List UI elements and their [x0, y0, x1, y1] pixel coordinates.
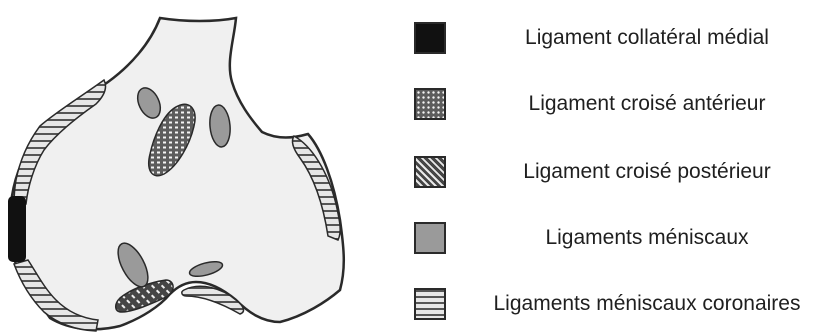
tibial-plateau-outline — [10, 18, 344, 329]
swatch-dotted-grid — [414, 88, 446, 120]
legend-label: Ligaments méniscaux — [470, 218, 824, 258]
legend-item-medial-collateral: Ligament collatéral médial — [400, 18, 824, 58]
legend-item-meniscal: Ligaments méniscaux — [400, 218, 824, 258]
legend-item-coronary: Ligaments méniscaux coronaires — [400, 284, 824, 324]
swatch-solid-gray — [414, 222, 446, 254]
swatch-diagonal-dashes — [414, 156, 446, 188]
legend-item-posterior-cruciate: Ligament croisé postérieur — [400, 152, 824, 192]
ligament-diagram — [0, 0, 400, 336]
legend-label: Ligament croisé antérieur — [470, 84, 824, 124]
swatch-solid-black — [414, 22, 446, 54]
legend-item-anterior-cruciate: Ligament croisé antérieur — [400, 84, 824, 124]
legend: Ligament collatéral médial Ligament croi… — [400, 0, 824, 336]
legend-label: Ligament croisé postérieur — [470, 152, 824, 192]
medial-collateral-ligament — [8, 196, 26, 262]
swatch-horizontal-stripes — [414, 288, 446, 320]
legend-label: Ligament collatéral médial — [470, 18, 824, 58]
legend-label: Ligaments méniscaux coronaires — [470, 284, 824, 324]
